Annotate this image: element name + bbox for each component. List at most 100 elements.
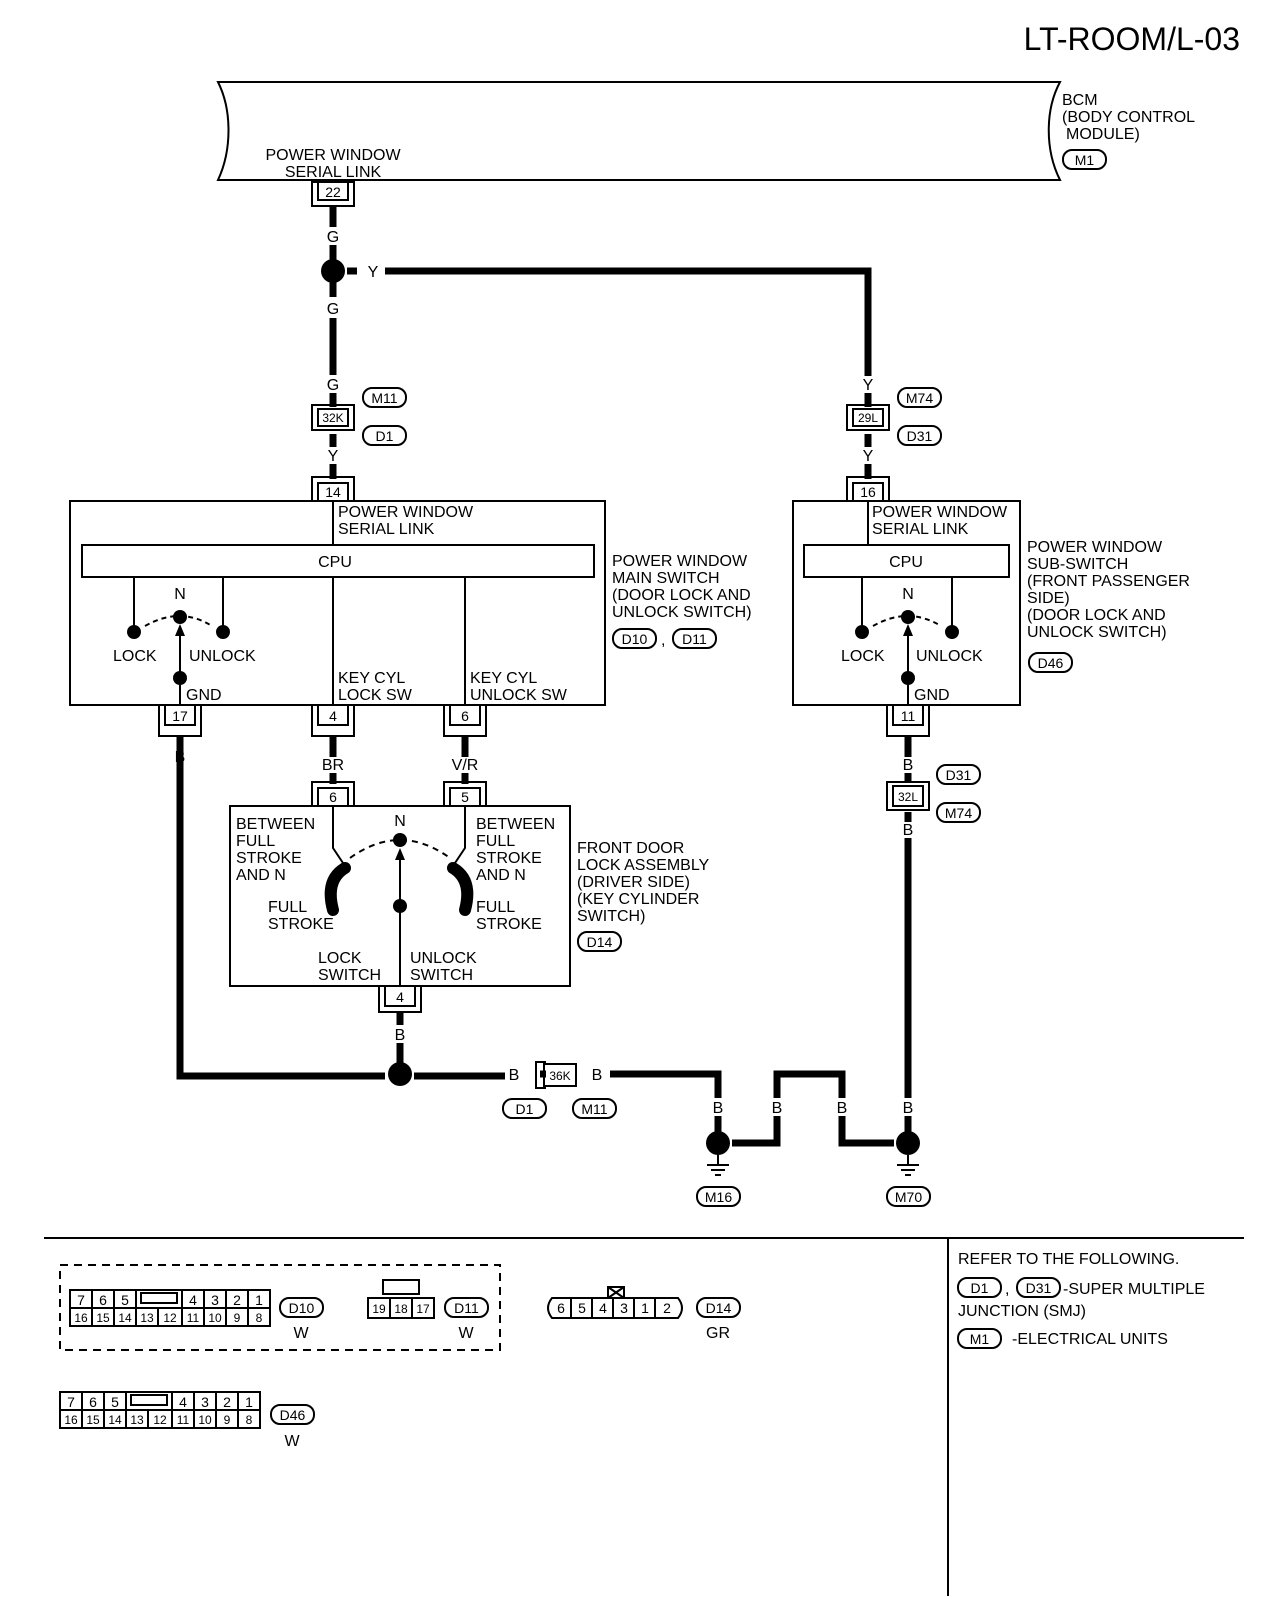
d46-pin: 14 <box>108 1413 122 1427</box>
main-keyunlock-2: UNLOCK SW <box>470 687 568 704</box>
wire-color-y-branch: Y <box>368 264 379 281</box>
main-keylock-2: LOCK SW <box>338 687 413 704</box>
d10-pin: 16 <box>74 1311 88 1325</box>
sub-name-5: (DOOR LOCK AND <box>1027 607 1166 624</box>
unlock-switch-1: UNLOCK <box>410 950 477 967</box>
d46-pin: 6 <box>89 1394 97 1410</box>
joint-36k-right-id: M11 <box>581 1101 607 1117</box>
d14-id-pill <box>696 1297 741 1318</box>
d10-latch <box>140 1292 178 1304</box>
lock-terminal-4-box <box>384 985 416 1007</box>
joint-36k-terminal: 36K <box>549 1069 570 1083</box>
main-gnd-label: GND <box>186 687 222 704</box>
joint-32k: 32K M11 D1 <box>311 387 407 446</box>
sub-switch-arrow <box>903 624 913 636</box>
sub-lock-contact <box>855 625 869 639</box>
main-keylock-1: KEY CYL <box>338 670 405 687</box>
lock-terminal-5: 5 <box>461 789 469 805</box>
d46-id-pill <box>270 1404 315 1425</box>
lock-full-left-1: FULL <box>268 899 307 916</box>
refer-c1: D1 <box>971 1280 989 1296</box>
wire-color-b-d14: B <box>395 1027 406 1044</box>
wire-color-b-g4: B <box>903 1100 914 1117</box>
sub-terminal-16: 16 <box>860 484 876 500</box>
wire-color-y-main: Y <box>328 448 339 465</box>
lock-name-4: (KEY CYLINDER <box>577 891 699 908</box>
lock-terminal-6: 6 <box>329 789 337 805</box>
wire-color-b-main: B <box>175 749 186 766</box>
d11-outline <box>367 1297 435 1319</box>
wire-color-br: BR <box>322 757 344 774</box>
connector-view-d11: 19 18 17 D11 W <box>367 1279 489 1342</box>
joint-32k-frame <box>311 404 355 431</box>
sub-name-1: POWER WINDOW <box>1027 539 1163 556</box>
lock-full-stroke-right <box>447 862 474 916</box>
sub-unlock-contact <box>945 625 959 639</box>
ground-m16: M16 <box>696 1131 741 1207</box>
refer-c3: M1 <box>970 1331 990 1347</box>
bcm-signal-1: POWER WINDOW <box>265 147 401 164</box>
d10-pin: 4 <box>189 1292 197 1308</box>
main-switch-arc <box>144 615 213 627</box>
d14-latch <box>607 1286 625 1299</box>
sub-cpu-label: CPU <box>889 554 923 571</box>
ground-m70: M70 <box>886 1131 931 1207</box>
wire-color-g2: G <box>327 301 339 318</box>
joint-29l-terminal: 29L <box>858 411 878 425</box>
front-door-lock-assembly: 6 5 N BETWEEN FULL STROKE AND N BETWEEN … <box>229 781 710 1013</box>
main-n-label: N <box>174 586 186 603</box>
d14-pin: 1 <box>641 1300 649 1316</box>
wire-color-b-g3: B <box>837 1100 848 1117</box>
refer-eu: -ELECTRICAL UNITS <box>1012 1331 1168 1348</box>
ground-m70-dot <box>896 1131 920 1155</box>
ground-splice-dot <box>388 1062 412 1086</box>
wire-b-joint-right <box>610 1070 722 1098</box>
d46-pin: 3 <box>201 1394 209 1410</box>
wires <box>176 206 912 1147</box>
d46-pin: 9 <box>224 1413 231 1427</box>
d14-color: GR <box>706 1325 730 1342</box>
lock-right-1: BETWEEN <box>476 816 555 833</box>
sub-lock-label: LOCK <box>841 648 885 665</box>
wire-color-b-sub1: B <box>903 757 914 774</box>
joint-29l-bottom-id: D31 <box>907 428 933 444</box>
joint-32l-box <box>892 785 924 807</box>
d11-id-pill <box>444 1297 489 1318</box>
d46-pin: 5 <box>111 1394 119 1410</box>
main-name-2: MAIN SWITCH <box>612 570 720 587</box>
d46-pin: 4 <box>179 1394 187 1410</box>
bcm-connector-pill <box>1062 149 1107 170</box>
d14-pin: 3 <box>620 1300 628 1316</box>
ground-m16-dot <box>706 1131 730 1155</box>
lock-n-contact <box>393 833 407 847</box>
joint-32k-box <box>317 408 349 427</box>
joint-36k-left-id: D1 <box>516 1101 534 1117</box>
sub-unlock-label: UNLOCK <box>916 648 983 665</box>
bcm-unit: BCM (BODY CONTROL MODULE) M1 POWER WINDO… <box>216 81 1195 207</box>
main-name-4: UNLOCK SWITCH) <box>612 604 752 621</box>
lock-left-2: FULL <box>236 833 275 850</box>
d10-pin: 7 <box>77 1292 85 1308</box>
main-unlock-contact <box>216 625 230 639</box>
joint-32k-bottom-id: D1 <box>376 428 394 444</box>
main-terminal-6-box <box>449 704 481 726</box>
d10-pin: 15 <box>96 1311 110 1325</box>
lock-conn-d14: D14 <box>587 934 613 950</box>
d10-pin: 3 <box>211 1292 219 1308</box>
joint-32k-top-pill <box>362 387 407 408</box>
d10-pin: 6 <box>99 1292 107 1308</box>
joint-32l-top-pill <box>936 764 981 785</box>
d10-pin: 13 <box>140 1311 154 1325</box>
joint-32l-bottom-id: M74 <box>945 805 972 821</box>
d46-pin: 15 <box>86 1413 100 1427</box>
d11-pin: 17 <box>416 1302 430 1316</box>
d46-pin: 8 <box>246 1413 253 1427</box>
d46-latch <box>130 1394 168 1406</box>
d10-pin: 8 <box>256 1311 263 1325</box>
d14-latch-x2 <box>607 1286 625 1299</box>
joint-32l: 32L D31 M74 <box>886 764 981 823</box>
bcm-connector-id: M1 <box>1075 152 1095 168</box>
wire-color-b-sub2: B <box>903 822 914 839</box>
main-keyunlock-1: KEY CYL <box>470 670 537 687</box>
